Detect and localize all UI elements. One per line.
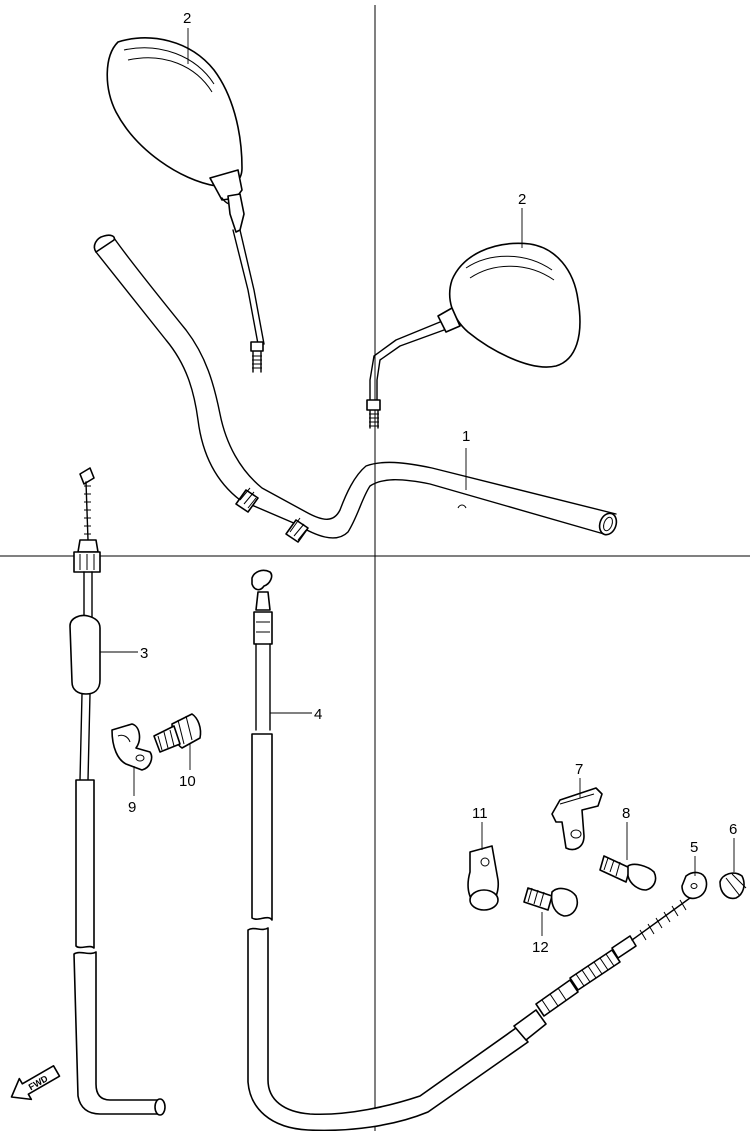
throttle-cable bbox=[69, 467, 166, 1116]
bolt-12 bbox=[523, 887, 579, 917]
cable-clamp bbox=[111, 723, 153, 771]
mirror-right bbox=[366, 242, 581, 429]
clamp-bolt bbox=[153, 713, 202, 753]
callout-8: 8 bbox=[622, 805, 630, 822]
leader-lines bbox=[100, 28, 735, 936]
callout-10: 10 bbox=[179, 773, 196, 790]
callout-2-right-mirror: 2 bbox=[518, 191, 526, 208]
callout-7: 7 bbox=[575, 761, 583, 778]
callout-9: 9 bbox=[128, 799, 136, 816]
cable-guide bbox=[551, 787, 603, 851]
nut-6 bbox=[719, 872, 747, 900]
callout-12: 12 bbox=[532, 939, 549, 956]
callout-4: 4 bbox=[314, 706, 322, 723]
callout-1: 1 bbox=[462, 428, 470, 445]
clutch-cable bbox=[247, 569, 691, 1131]
handlebar bbox=[93, 234, 618, 543]
callout-6: 6 bbox=[729, 821, 737, 838]
adjuster-nut bbox=[681, 871, 708, 900]
callout-5: 5 bbox=[690, 839, 698, 856]
fwd-arrow: FWD bbox=[10, 1065, 61, 1101]
callout-2-left-mirror: 2 bbox=[183, 10, 191, 27]
clamp-11 bbox=[467, 845, 500, 911]
callout-3: 3 bbox=[140, 645, 148, 662]
bolt-8 bbox=[599, 855, 657, 891]
callout-11: 11 bbox=[472, 805, 488, 822]
callouts: 1 2 2 3 4 5 6 7 8 9 10 11 12 bbox=[128, 10, 737, 956]
mirror-left bbox=[106, 37, 265, 373]
